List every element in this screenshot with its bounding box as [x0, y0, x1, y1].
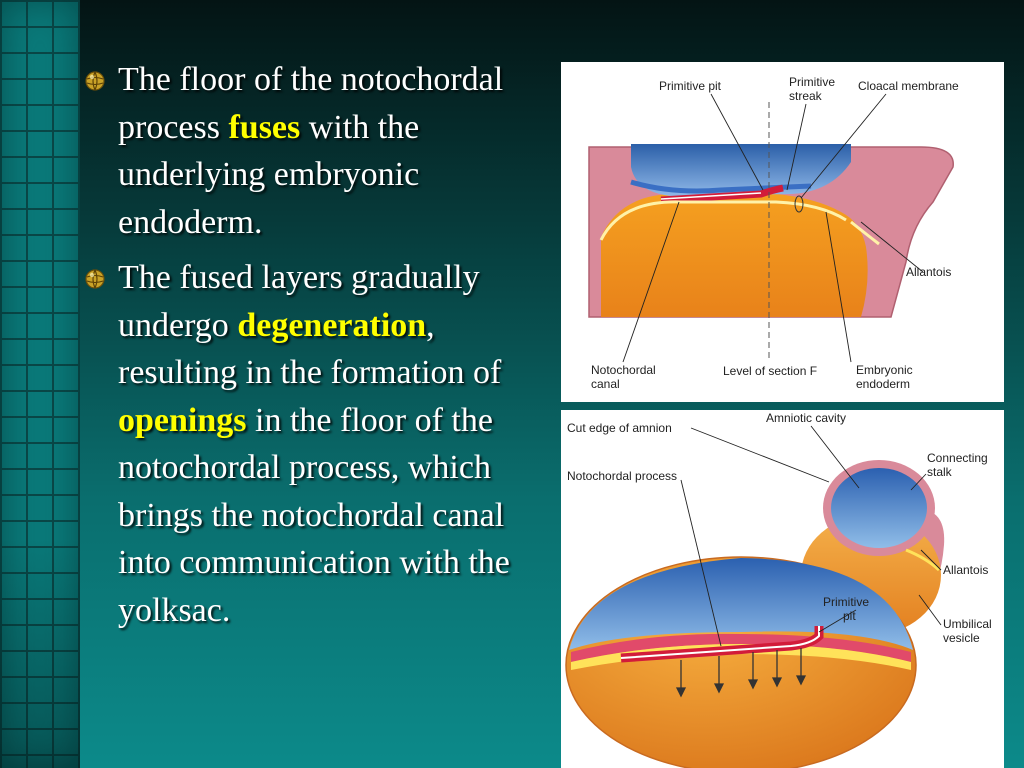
- bullet-2-part-5: in the floor of the notochordal process,…: [118, 401, 510, 629]
- allantois-line: [905, 548, 941, 572]
- layered-band-yellow: [571, 644, 911, 670]
- bullet-item-1: The floor of the notochordal process fus…: [84, 56, 554, 246]
- label-primitive-streak-1: Primitive: [789, 75, 835, 89]
- decorative-grid-strip: [0, 0, 80, 768]
- label-connecting-stalk-2: stalk: [927, 465, 953, 479]
- label-embryonic-endoderm-2: endoderm: [856, 377, 910, 391]
- amniotic-cavity-shape: [831, 468, 927, 548]
- label-primitive-pit-2: pit: [843, 609, 856, 623]
- label-umbilical-vesicle-1: Umbilical: [943, 617, 992, 631]
- label-allantois-top: Allantois: [906, 265, 951, 279]
- cloacal-membrane-shape: [794, 195, 804, 213]
- label-level-of-section: Level of section F: [723, 364, 817, 378]
- bullet-2-part-1: The fused layers gradually undergo: [118, 259, 480, 344]
- bullet-item-2: The fused layers gradually undergo degen…: [84, 254, 554, 634]
- yolk-sac-shape: [601, 193, 868, 317]
- allantois-shape: [850, 220, 880, 246]
- label-umbilical-vesicle-2: vesicle: [943, 631, 980, 645]
- label-notochordal-process: Notochordal process: [567, 469, 677, 483]
- bullet-1-part-3: with the underlying embryonic endoderm.: [118, 108, 420, 241]
- bullet-1-highlight-fuses: fuses: [228, 108, 301, 146]
- amniotic-cavity-shape: [631, 144, 851, 196]
- bullet-2-highlight-openings: openings: [118, 401, 247, 439]
- bullet-list: The floor of the notochordal process fus…: [84, 56, 554, 642]
- bullet-1-part-1: The floor of the notochordal process: [118, 61, 504, 146]
- sagittal-section-drawing: Primitive pit Primitive streak Cloacal m…: [588, 75, 959, 391]
- endoderm-line: [599, 200, 847, 241]
- three-d-embryo-figure: Cut edge of amnion Amniotic cavity Conne…: [561, 410, 1004, 768]
- sagittal-section-figure: Primitive pit Primitive streak Cloacal m…: [561, 62, 1004, 402]
- label-embryonic-endoderm-1: Embryonic: [856, 363, 913, 377]
- three-d-embryo-drawing: Cut edge of amnion Amniotic cavity Conne…: [565, 411, 992, 768]
- label-notochordal-canal-2: canal: [591, 377, 620, 391]
- ectoderm-band: [630, 179, 812, 194]
- label-connecting-stalk-1: Connecting: [927, 451, 988, 465]
- gold-globe-bullet-icon: [85, 71, 105, 91]
- opening-arrows: [675, 648, 807, 698]
- gold-globe-bullet-icon: [85, 269, 105, 289]
- bullet-2-part-3: , resulting in the formation of: [118, 306, 502, 392]
- label-primitive-pit-1: Primitive: [823, 595, 869, 609]
- notochordal-process-shape: [660, 184, 784, 204]
- label-amniotic-cavity: Amniotic cavity: [766, 411, 846, 425]
- label-allantois-bottom: Allantois: [943, 563, 988, 577]
- label-primitive-streak-2: streak: [789, 89, 823, 103]
- label-cut-edge-of-amnion: Cut edge of amnion: [567, 421, 672, 435]
- label-primitive-pit: Primitive pit: [659, 79, 722, 93]
- label-notochordal-canal-1: Notochordal: [591, 363, 656, 377]
- label-cloacal-membrane: Cloacal membrane: [858, 79, 959, 93]
- bullet-2-highlight-degeneration: degeneration: [237, 306, 427, 344]
- layered-band-pink: [571, 633, 911, 662]
